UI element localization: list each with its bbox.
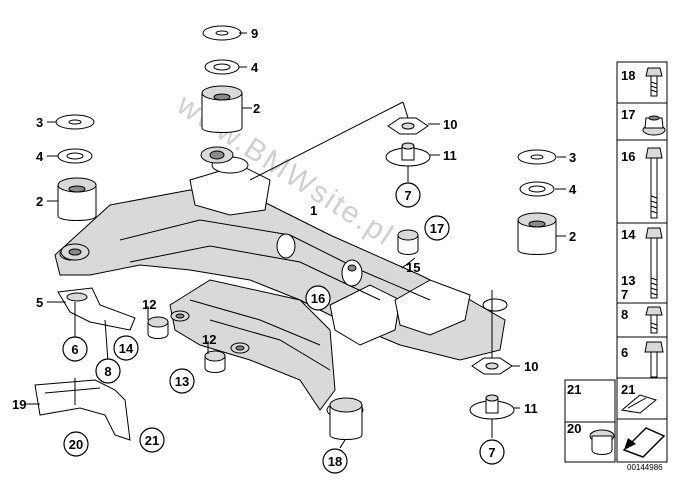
stop-plate-11-bottom[interactable] <box>469 394 515 420</box>
callout-13: 13 <box>175 374 189 389</box>
bushing-12a[interactable] <box>170 310 190 322</box>
bushing-17[interactable] <box>397 229 419 255</box>
washer-3-left[interactable] <box>55 114 95 130</box>
parts-sidebar: 18 17 16 14 13 7 8 6 21 20 <box>564 61 668 463</box>
box-label-21: 21 <box>567 382 581 397</box>
document-number: 00144986 <box>627 463 663 472</box>
callout-2-center: 2 <box>253 101 260 116</box>
flange-nut-icon <box>642 115 666 136</box>
callout-20: 20 <box>69 437 83 452</box>
bushing-14[interactable] <box>147 316 169 339</box>
stop-plate-11-top[interactable] <box>385 142 431 167</box>
washer-4-left[interactable] <box>57 148 93 164</box>
sidebar-label-8: 8 <box>621 307 628 322</box>
callout-4-center: 4 <box>251 60 259 75</box>
callout-3-left: 3 <box>36 115 43 130</box>
box-label-20: 20 <box>567 421 581 436</box>
callout-6: 6 <box>71 342 78 357</box>
arrow-icon <box>616 418 668 463</box>
callout-12-a: 12 <box>142 297 156 312</box>
sidebar-label-18: 18 <box>621 68 635 83</box>
washer-4-right[interactable] <box>519 181 555 197</box>
callout-10-bottom: 10 <box>524 359 538 374</box>
long-bolt-icon <box>645 147 663 219</box>
sidebar-label-14: 14 <box>621 227 636 242</box>
callouts: 9 4 2 3 4 2 5 1 12 12 19 10 11 15 3 4 2 … <box>12 26 577 416</box>
callout-5: 5 <box>36 295 43 310</box>
washer-4-center[interactable] <box>204 59 240 75</box>
callout-19: 19 <box>12 397 26 412</box>
callout-10-top: 10 <box>443 117 457 132</box>
callout-4-right: 4 <box>569 182 577 197</box>
heat-shield-19[interactable] <box>34 379 131 441</box>
rear-axle-subframe[interactable] <box>54 156 508 419</box>
callout-15: 15 <box>406 260 420 275</box>
leader-lines <box>25 32 566 449</box>
sidebar-label-16: 16 <box>621 149 635 164</box>
mount-top-center[interactable] <box>200 146 234 164</box>
washer-3-right[interactable] <box>517 149 557 165</box>
circled-callouts: 6 8 14 13 20 21 7 17 16 18 7 <box>62 182 505 474</box>
callout-3-right: 3 <box>569 150 576 165</box>
callout-7-top: 7 <box>404 188 411 203</box>
callout-2-left: 2 <box>36 194 43 209</box>
sidebar-label-7: 7 <box>621 287 628 302</box>
sidebar-label-6: 6 <box>621 345 628 360</box>
rubber-mount-18[interactable] <box>329 397 363 440</box>
callout-11-bottom: 11 <box>524 401 538 416</box>
bushing-13[interactable] <box>204 350 226 373</box>
sidebar-label-13: 13 <box>621 273 635 288</box>
callout-9: 9 <box>251 26 258 41</box>
callout-1: 1 <box>310 203 317 218</box>
callout-12-b: 12 <box>202 332 216 347</box>
stop-plate-10-bottom[interactable] <box>471 357 513 375</box>
mount-top-left[interactable] <box>60 243 90 261</box>
bushing-16[interactable] <box>341 259 363 287</box>
long-bolt-icon-6 <box>644 341 664 378</box>
rubber-mount-2-left[interactable] <box>57 177 97 221</box>
callout-17: 17 <box>430 221 444 236</box>
washer-9[interactable] <box>202 25 242 41</box>
rubber-mount-2-right[interactable] <box>517 212 557 255</box>
rubber-mount-2-center[interactable] <box>201 85 243 133</box>
callout-7-bottom: 7 <box>488 445 495 460</box>
clip-icon <box>620 394 658 414</box>
callout-14: 14 <box>119 341 134 356</box>
long-bolt-icon-14 <box>645 227 663 299</box>
bracket-5[interactable] <box>57 287 136 331</box>
callout-18: 18 <box>328 454 342 469</box>
cap-icon <box>589 429 615 455</box>
callout-8: 8 <box>104 364 111 379</box>
sidebar-label-17: 17 <box>621 107 635 122</box>
callout-16: 16 <box>311 291 325 306</box>
callout-21: 21 <box>145 433 159 448</box>
callout-11-top: 11 <box>443 148 457 163</box>
stop-plate-10-top[interactable] <box>387 117 429 135</box>
bolt-icon-8 <box>645 306 663 334</box>
callout-2-right: 2 <box>569 229 576 244</box>
bolt-icon <box>645 67 663 97</box>
bushing-12b[interactable] <box>230 342 250 354</box>
sidebar-label-21: 21 <box>621 382 635 397</box>
callout-4-left: 4 <box>36 149 44 164</box>
